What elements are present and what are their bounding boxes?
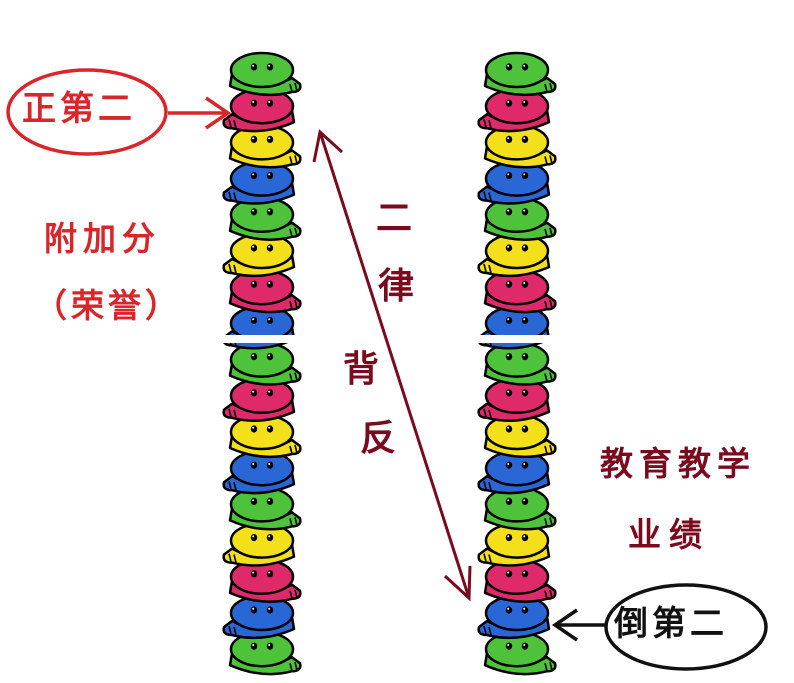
stacked-figure <box>222 160 296 205</box>
stacked-figure <box>477 377 551 422</box>
antinomy-char-4: 反 <box>360 417 397 459</box>
stacked-figure <box>483 268 557 314</box>
stacked-figure <box>228 341 302 386</box>
stacked-figure <box>483 341 557 386</box>
stacked-figure <box>222 449 296 495</box>
left-column-break <box>215 335 310 343</box>
first-from-front-ellipse <box>6 68 168 156</box>
stacked-figure <box>477 522 551 567</box>
stacked-figure <box>483 124 557 169</box>
stacked-figure <box>477 87 551 133</box>
antinomy-double-arrow <box>312 129 472 602</box>
stacked-figure <box>228 413 302 459</box>
stacked-figure <box>483 196 557 241</box>
stacked-figure <box>222 594 296 640</box>
first-from-front-arrow <box>168 96 232 130</box>
stacked-figure <box>222 377 296 422</box>
stacked-figure <box>477 232 551 278</box>
right-figure-column <box>477 51 557 676</box>
stacked-figure <box>477 449 551 495</box>
stacked-figure <box>228 486 302 531</box>
stacked-figure <box>483 630 557 676</box>
antinomy-char-1: 二 <box>376 197 413 239</box>
stacked-figure <box>228 196 302 241</box>
stacked-figure <box>483 413 557 459</box>
left-figure-column <box>222 51 302 676</box>
first-from-front-label: 正第二 <box>22 89 136 129</box>
antinomy-char-2: 律 <box>378 265 415 307</box>
first-from-back-arrow <box>551 608 605 642</box>
right-column-break <box>470 335 565 343</box>
stacked-figure <box>222 522 296 567</box>
teaching-label: 教育教学 <box>600 444 756 483</box>
stacked-figure <box>222 87 296 133</box>
stacked-figure <box>483 51 557 97</box>
stacked-figure <box>483 486 557 531</box>
achievement-label: 业绩 <box>628 515 710 554</box>
stacked-figure <box>228 51 302 97</box>
stacked-figure <box>228 124 302 169</box>
antinomy-char-3: 背 <box>343 348 380 390</box>
first-from-back-label: 倒第二 <box>614 604 728 644</box>
first-from-back-ellipse <box>604 583 768 671</box>
bonus-points-label: 附加分 <box>44 219 161 258</box>
stacked-figure <box>228 268 302 314</box>
stacked-figure <box>222 232 296 278</box>
stacked-figure <box>483 558 557 603</box>
stacked-figure <box>228 558 302 603</box>
stacked-figure <box>228 630 302 676</box>
stacked-figure <box>477 160 551 205</box>
stacked-figure <box>477 594 551 640</box>
honor-label: （荣誉） <box>34 286 182 325</box>
